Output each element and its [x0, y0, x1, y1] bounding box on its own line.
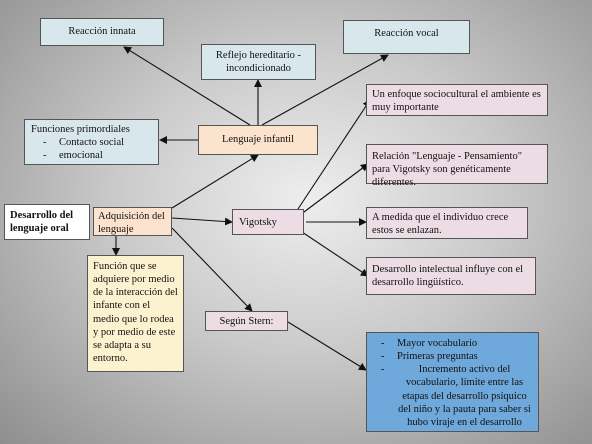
segun-stern-node: Según Stern: [205, 311, 288, 331]
arrow-to-v2 [295, 163, 369, 219]
stern-list-node: Mayor vocabulario Primeras preguntas Inc… [366, 332, 539, 432]
lenguaje-infantil-node: Lenguaje infantil [198, 125, 318, 155]
arrow-to-v1 [295, 99, 371, 213]
funciones-item: Contacto social [43, 136, 152, 149]
arrow-to-reaccion-innata [123, 46, 251, 126]
funciones-primordiales-node: Funciones primordiales Contacto social e… [24, 119, 159, 165]
stern-item: Mayor vocabulario [381, 337, 532, 350]
funciones-item: emocional [43, 149, 152, 162]
arrow-to-stern [171, 227, 253, 312]
stern-item: Primeras preguntas [381, 350, 532, 363]
desarrollo-lenguaje-oral-node: Desarrollo del lenguaje oral [4, 204, 90, 240]
vigotsky-crece-node: A medida que el individuo crece estos se… [366, 207, 528, 239]
arrow-to-stern-list [287, 321, 367, 371]
reaccion-innata-node: Reacción innata [40, 18, 164, 46]
arrow-to-reaccion-vocal [261, 54, 389, 126]
vigotsky-enfoque-node: Un enfoque sociocultural el ambiente es … [366, 84, 548, 116]
funciones-title: Funciones primordiales [31, 124, 130, 135]
reaccion-vocal-node: Reacción vocal [343, 20, 470, 54]
vigotsky-relacion-node: Relación "Lenguaje - Pensamiento" para V… [366, 144, 548, 188]
reflejo-hereditario-node: Reflejo hereditario - incondicionado [201, 44, 316, 80]
vigotsky-desarrollo-node: Desarrollo intelectual influye con el de… [366, 257, 536, 295]
vigotsky-node: Vigotsky [232, 209, 304, 235]
arrow-to-lenguaje-infantil [171, 154, 259, 209]
funcion-node: Función que se adquiere por medio de la … [87, 255, 184, 372]
arrow-to-vigotsky [171, 217, 233, 226]
arrow-to-v4 [295, 227, 369, 277]
adquisicion-lenguaje-node: Adquisición del lenguaje [93, 207, 172, 236]
stern-item: Incremento activo del vocabulario, límit… [381, 363, 532, 429]
